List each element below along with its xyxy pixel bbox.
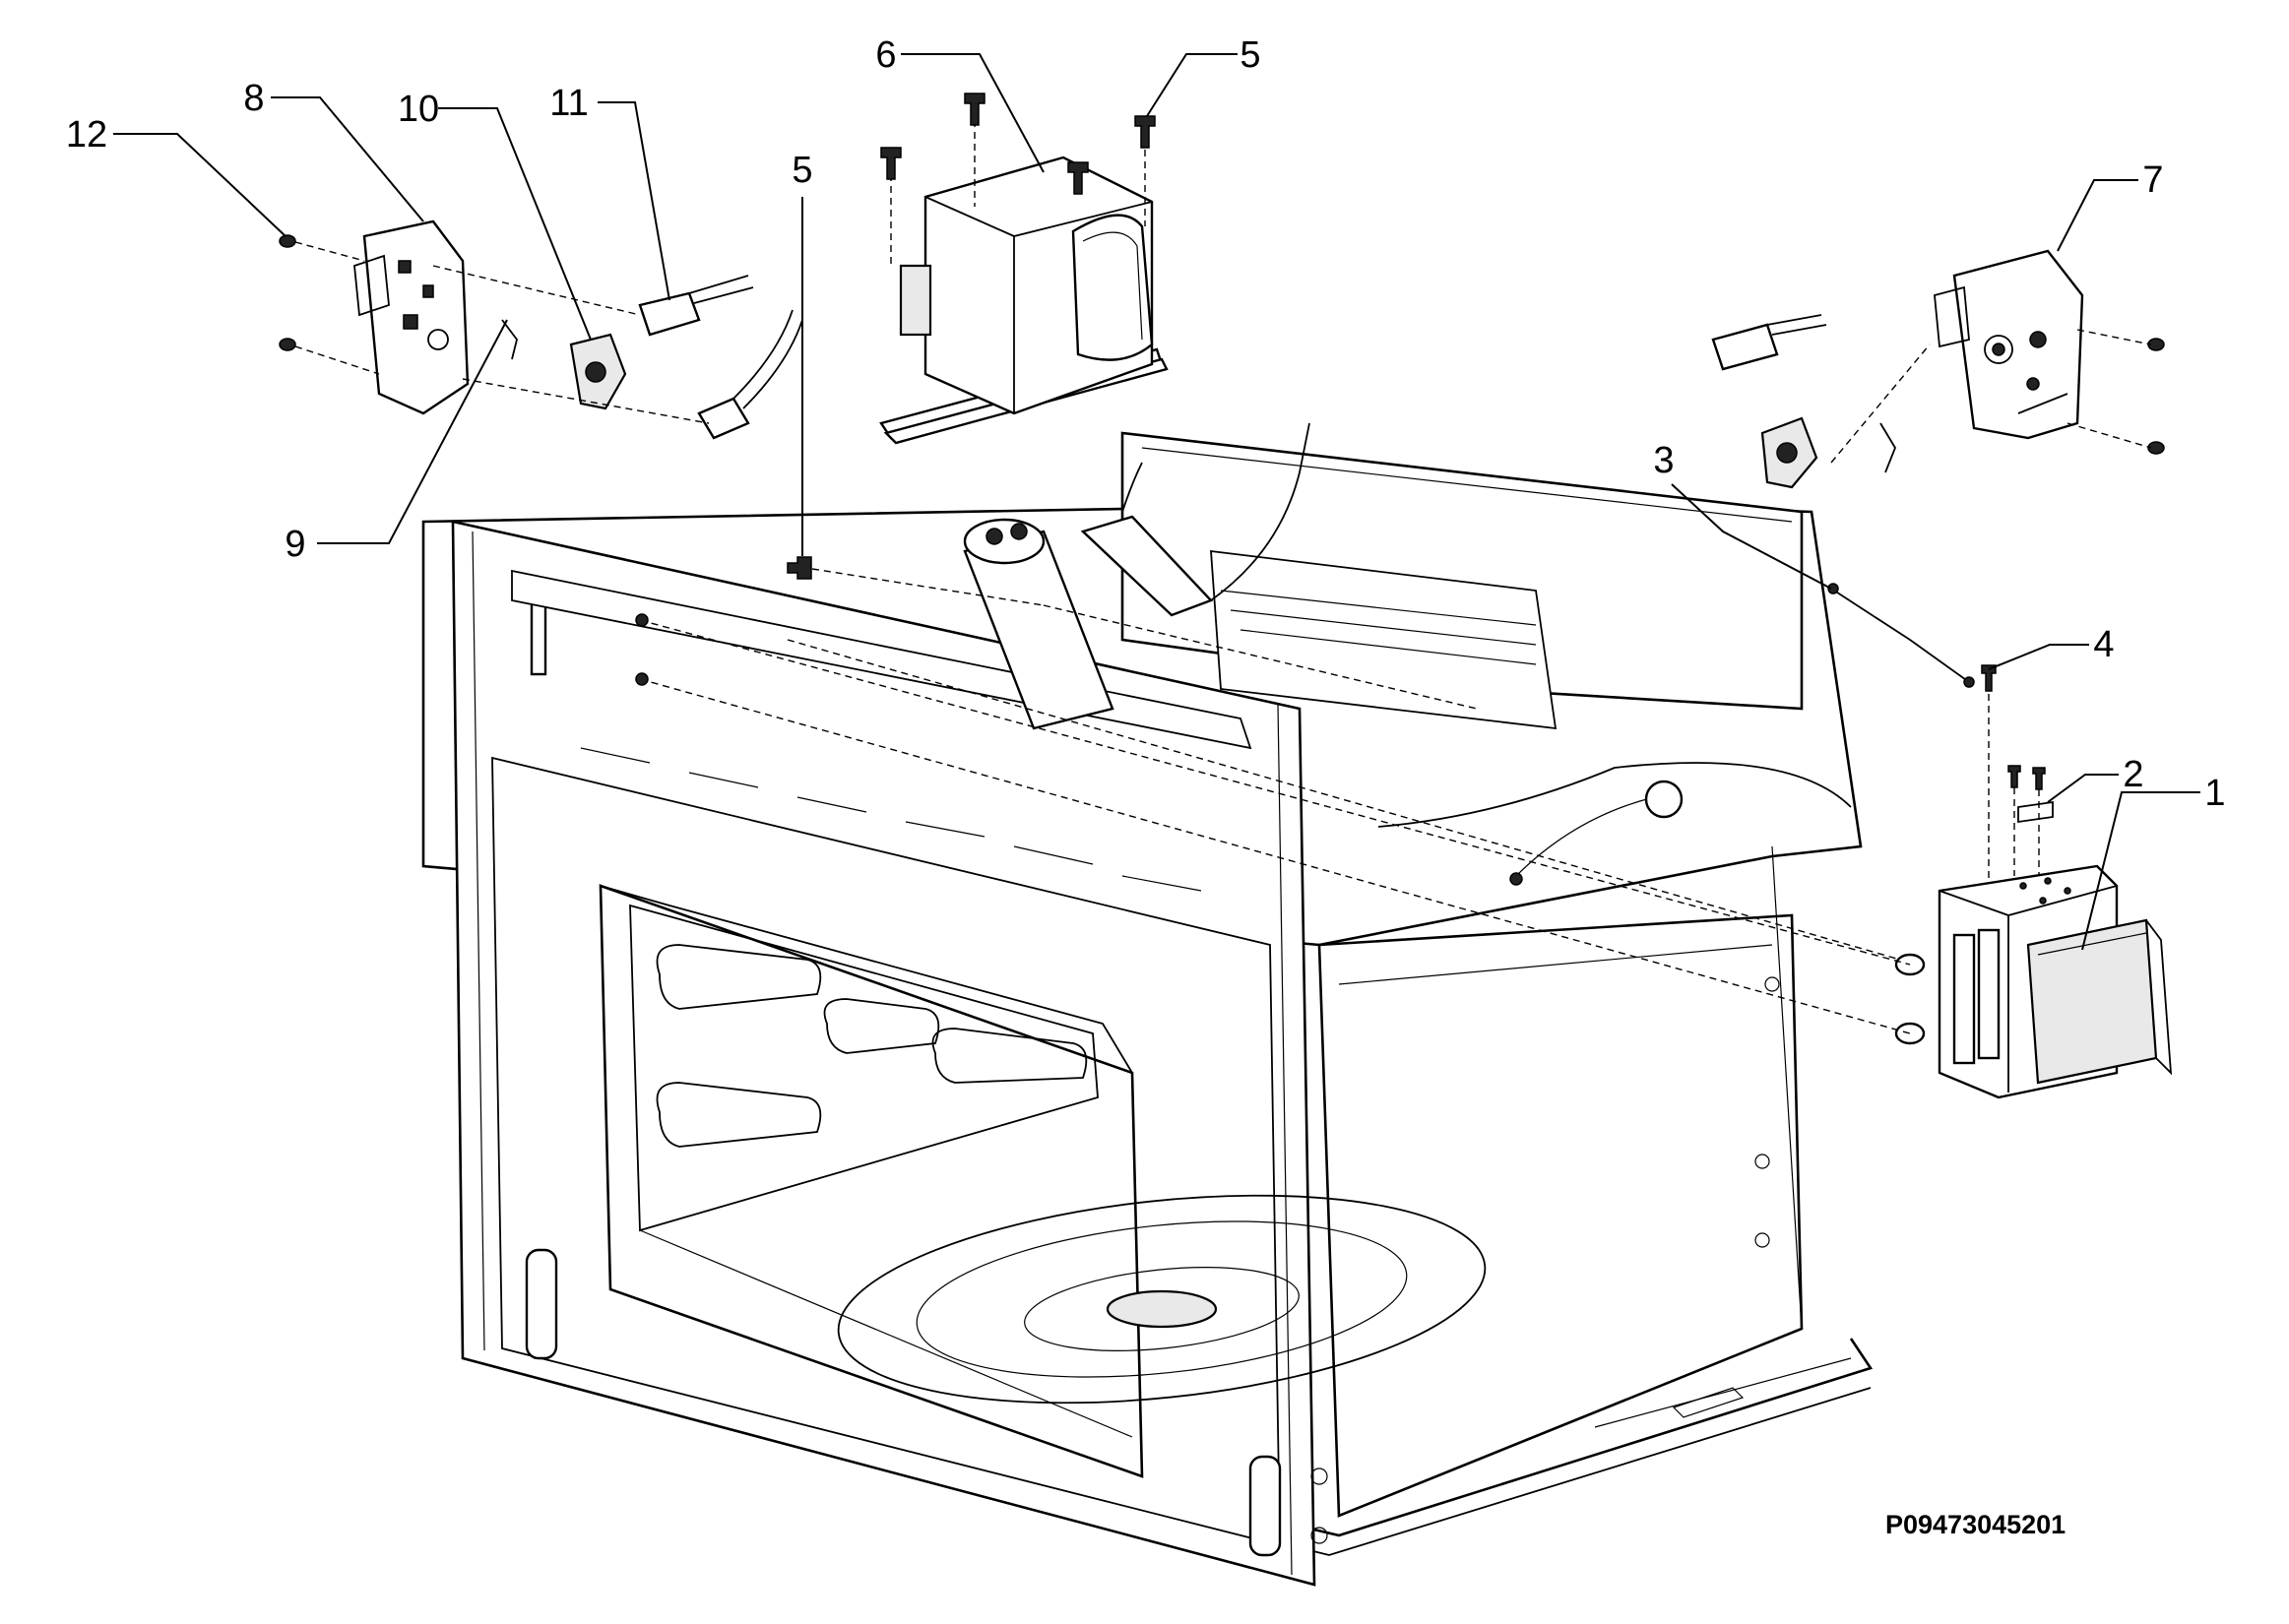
drawing-code: P09473045201 [1885,1510,2066,1539]
interlock-bracket-part-7 [1934,249,2084,440]
screw-part-4 [1981,664,1997,896]
right-assembly-parts [1711,314,2165,489]
callout-5-top: 5 [1240,34,1260,76]
interlock-bracket-part-8 [353,219,470,415]
callout-4: 4 [2093,624,2114,665]
callout-10: 10 [398,89,439,130]
screw-group-5-top [880,93,1156,195]
cable-part-3 [1827,583,1975,688]
left-assembly-dashes [294,241,710,424]
callout-5-left: 5 [792,150,812,191]
callout-6: 6 [875,34,896,76]
callout-7: 7 [2142,159,2163,201]
screws-part-2 [2007,765,2054,876]
latch-cam-part-10 [569,333,627,410]
microswitch-part-11 [638,275,803,440]
screws-part-12 [279,234,296,351]
magnetron-part-1 [1894,864,2173,1099]
callout-labels: 1 2 3 4 5 5 6 7 8 9 10 11 12 [66,34,2226,814]
capacitor-assembly [963,422,1310,730]
callout-1: 1 [2204,773,2225,814]
callout-3: 3 [1653,440,1674,481]
explode-line-b [639,678,1911,1034]
oven-cabinet [421,431,1874,1587]
spring-part-9 [501,319,518,360]
callout-11: 11 [549,83,588,124]
explode-line-a [639,619,1911,966]
screw-part-5-left [787,556,1478,710]
callout-2: 2 [2123,754,2143,795]
callout-12: 12 [66,114,107,156]
transformer-part-6 [879,108,1169,445]
callout-8: 8 [243,78,264,119]
callout-leaders [113,53,2200,951]
callout-9: 9 [285,524,305,565]
explode-line-c [787,639,1901,961]
